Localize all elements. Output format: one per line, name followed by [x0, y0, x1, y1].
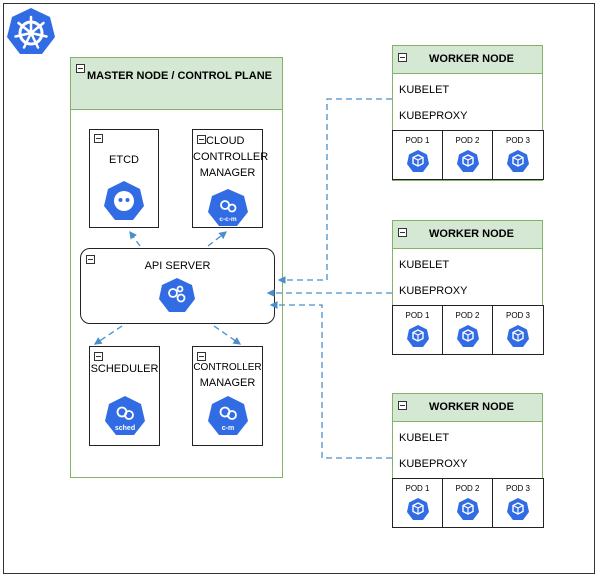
pod-label: POD 1: [405, 484, 430, 493]
pod-cell: POD 1: [393, 131, 443, 179]
pod-cube-icon: [506, 149, 530, 173]
pod-cube-icon: [406, 149, 430, 173]
scheduler-badge: sched: [115, 425, 135, 432]
collapse-icon[interactable]: [197, 352, 206, 361]
pod-label: POD 3: [505, 311, 530, 320]
kubelet-label: KUBELET: [399, 259, 450, 271]
pod-label: POD 2: [455, 136, 480, 145]
collapse-icon[interactable]: [398, 401, 407, 410]
pod-cell: POD 3: [493, 131, 543, 179]
pod-cube-icon: [506, 324, 530, 348]
controller-manager-badge: c-m: [222, 425, 234, 432]
pod-row: POD 1 POD 2 POD 3: [392, 305, 544, 355]
diagram-frame: [3, 3, 595, 574]
pod-cube-icon: [456, 497, 480, 521]
worker-node-title: WORKER NODE: [429, 401, 514, 413]
worker-node: WORKER NODE KUBELET KUBEPROXY POD 1 POD 2…: [392, 220, 544, 355]
worker-node-title: WORKER NODE: [429, 228, 514, 240]
pod-cube-icon: [406, 497, 430, 521]
pod-cube-icon: [406, 324, 430, 348]
worker-node: WORKER NODE KUBELET KUBEPROXY POD 1 POD 2…: [392, 393, 544, 528]
collapse-icon[interactable]: [76, 64, 85, 73]
pod-cell: POD 2: [443, 479, 493, 527]
controller-manager-icon: c-m: [208, 396, 248, 435]
kubelet-label: KUBELET: [399, 84, 450, 96]
pod-row: POD 1 POD 2 POD 3: [392, 130, 544, 180]
worker-node-header: WORKER NODE: [393, 394, 542, 422]
pod-cell: POD 2: [443, 131, 493, 179]
pod-cube-icon: [456, 149, 480, 173]
cloud-controller-manager-icon: c-c-m: [208, 189, 248, 226]
pod-cell: POD 1: [393, 306, 443, 354]
pod-cell: POD 2: [443, 306, 493, 354]
api-server-icon: [159, 278, 195, 312]
worker-node-title: WORKER NODE: [429, 53, 514, 65]
ccm-label-line3: MANAGER: [199, 167, 256, 179]
pod-label: POD 2: [455, 311, 480, 320]
api-server-block: API SERVER: [80, 248, 275, 324]
worker-node-header: WORKER NODE: [393, 46, 542, 74]
pod-label: POD 1: [405, 136, 430, 145]
collapse-icon[interactable]: [398, 228, 407, 237]
pod-cell: POD 3: [493, 479, 543, 527]
pod-row: POD 1 POD 2 POD 3: [392, 478, 544, 528]
pod-cell: POD 1: [393, 479, 443, 527]
scheduler-label: SCHEDULER: [90, 363, 159, 375]
collapse-icon[interactable]: [197, 135, 206, 144]
etcd-block: ETCD: [89, 129, 159, 228]
kubeproxy-label: KUBEPROXY: [399, 458, 468, 470]
controller-manager-block: CONTROLLER MANAGER c-m: [192, 346, 263, 446]
collapse-icon[interactable]: [94, 352, 103, 361]
ccm-badge: c-c-m: [219, 216, 237, 223]
collapse-icon[interactable]: [86, 255, 95, 264]
worker-node-header: WORKER NODE: [393, 221, 542, 249]
etcd-icon: [104, 181, 144, 220]
pod-label: POD 2: [455, 484, 480, 493]
kubeproxy-label: KUBEPROXY: [399, 110, 468, 122]
pod-label: POD 3: [505, 484, 530, 493]
scheduler-block: SCHEDULER sched: [89, 346, 160, 446]
collapse-icon[interactable]: [398, 53, 407, 62]
cloud-controller-manager-block: CLOUD CONTROLLER MANAGER c-c-m: [192, 129, 269, 228]
master-node-header: MASTER NODE / CONTROL PLANE: [71, 58, 282, 110]
kubelet-label: KUBELET: [399, 432, 450, 444]
worker-node: WORKER NODE KUBELET KUBEPROXY POD 1 POD 2…: [392, 45, 544, 181]
api-server-label: API SERVER: [144, 260, 211, 272]
pod-cell: POD 3: [493, 306, 543, 354]
master-node-title: MASTER NODE / CONTROL PLANE: [87, 70, 272, 82]
kubeproxy-label: KUBEPROXY: [399, 285, 468, 297]
etcd-label: ETCD: [109, 154, 139, 166]
cm-label-line2: MANAGER: [199, 377, 256, 389]
ccm-label-line2: CONTROLLER: [193, 151, 269, 163]
scheduler-icon: sched: [105, 396, 145, 435]
pod-cube-icon: [456, 324, 480, 348]
kubernetes-logo-icon: [7, 8, 55, 54]
pod-cube-icon: [506, 497, 530, 521]
pod-label: POD 3: [505, 136, 530, 145]
cm-label-line1: CONTROLLER: [193, 362, 262, 373]
pod-label: POD 1: [405, 311, 430, 320]
collapse-icon[interactable]: [94, 134, 103, 143]
ccm-label-line1: CLOUD: [206, 135, 245, 147]
